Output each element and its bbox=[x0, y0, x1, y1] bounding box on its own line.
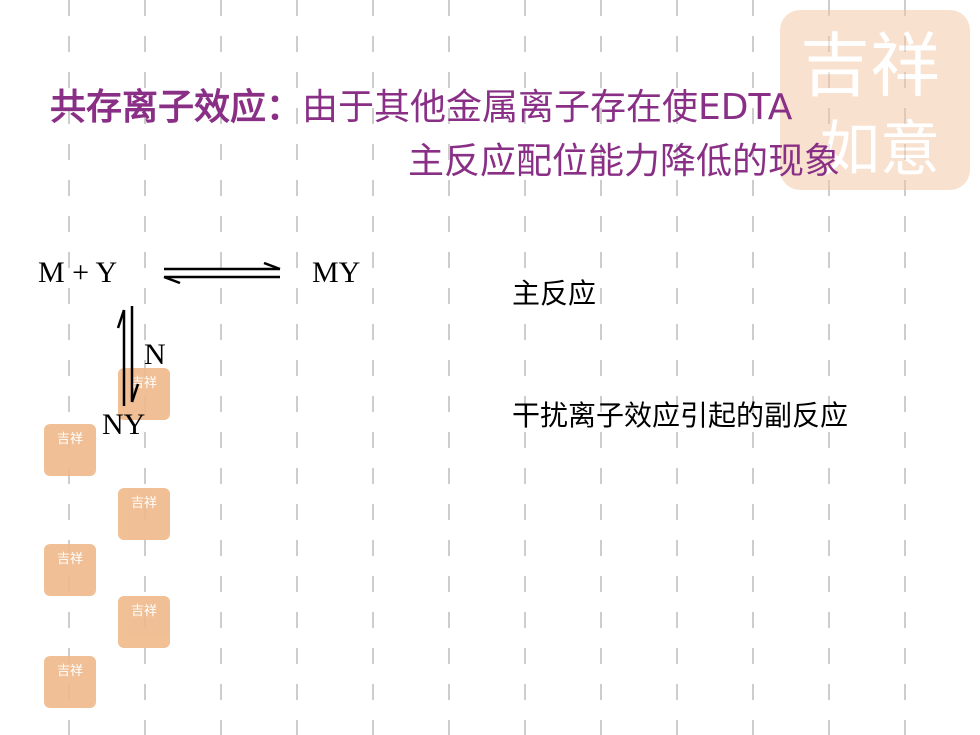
equation-reactants: M + Y bbox=[38, 256, 118, 289]
seal-logo: 吉祥 如意 bbox=[780, 10, 970, 190]
side-reagent: N bbox=[144, 338, 166, 371]
seal-small: 吉祥 bbox=[118, 596, 170, 648]
seal-small: 吉祥 bbox=[44, 656, 96, 708]
seal-small: 吉祥 bbox=[118, 368, 170, 420]
seal-small: 吉祥 bbox=[44, 424, 96, 476]
title-line-2: 主反应配位能力降低的现象 bbox=[408, 141, 841, 182]
svg-text:吉祥: 吉祥 bbox=[800, 25, 940, 107]
side-product: NY bbox=[102, 408, 146, 441]
seal-small: 吉祥 bbox=[44, 544, 96, 596]
seal-small: 吉祥 bbox=[118, 488, 170, 540]
vertical-equilibrium-arrow-icon bbox=[116, 306, 140, 406]
side-reaction-label: 干扰离子效应引起的副反应 bbox=[512, 399, 849, 432]
main-reaction-label: 主反应 bbox=[512, 277, 597, 310]
title-line-1: 由于其他金属离子存在使EDTA bbox=[302, 87, 793, 128]
svg-text:如意: 如意 bbox=[820, 115, 940, 185]
slide-title: 共存离子效应：由于其他金属离子存在使EDTA bbox=[50, 86, 792, 130]
title-colon: ： bbox=[266, 87, 303, 128]
title-term: 共存离子效应 bbox=[50, 87, 267, 128]
equilibrium-arrow-icon bbox=[163, 262, 281, 284]
equation-product: MY bbox=[312, 256, 361, 289]
